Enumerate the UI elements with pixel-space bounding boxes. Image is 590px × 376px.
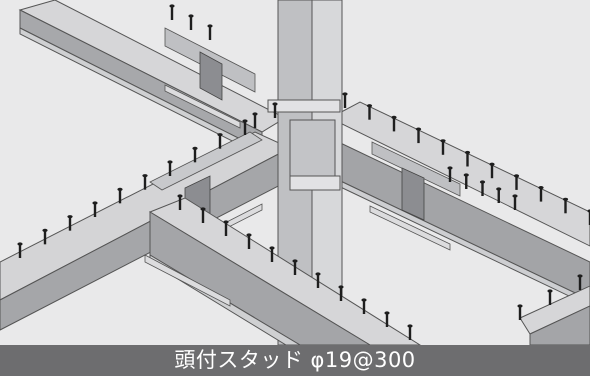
stud-head [447, 166, 453, 170]
stud-head [272, 102, 278, 106]
stud-head [440, 139, 446, 143]
stud-head [177, 194, 183, 198]
stud-head [223, 220, 229, 224]
beam-upper-left [18, 0, 287, 157]
stud-head [242, 119, 248, 123]
stud-head [292, 259, 298, 263]
stud-head [562, 197, 569, 201]
stud-head [17, 242, 23, 246]
stud-head [167, 160, 173, 164]
stud-head [517, 304, 523, 308]
stud-head [315, 272, 321, 276]
stud-head [269, 246, 275, 250]
stud-head [338, 285, 344, 289]
caption-bar: 頭付スタッド φ19@300 [0, 345, 590, 376]
stud-head [188, 14, 194, 18]
stud-head [538, 186, 544, 190]
headed-studs [17, 4, 590, 340]
stud-head [512, 194, 518, 198]
stud-head [489, 162, 495, 166]
stud-head [342, 92, 348, 96]
stud-head [407, 324, 413, 328]
stud-head [463, 173, 469, 177]
stud-head [366, 104, 373, 108]
column [267, 0, 343, 346]
stud-head [384, 311, 390, 315]
beam-right [328, 101, 590, 307]
stud-head [67, 215, 73, 219]
stud-head [464, 150, 471, 155]
stud-head [513, 174, 520, 178]
beam-front [144, 197, 422, 346]
stud-head [169, 4, 175, 8]
stud-head [391, 115, 397, 119]
stud-head [200, 207, 206, 211]
stud-head [547, 289, 553, 293]
stud-head [252, 112, 258, 116]
stud-head [207, 24, 213, 28]
stud-head [246, 233, 252, 237]
stud-head [192, 146, 198, 150]
stud-head [587, 209, 590, 213]
stud-head [479, 180, 486, 184]
stud-head [361, 298, 367, 302]
stud-head [142, 174, 148, 178]
stud-head [42, 228, 48, 232]
caption-text: 頭付スタッド φ19@300 [174, 348, 416, 372]
beam-front-right [519, 285, 590, 346]
stud-head [577, 274, 583, 278]
stud-head [415, 127, 422, 131]
stud-head [117, 187, 123, 191]
stud-head [92, 201, 98, 205]
stud-head [496, 187, 502, 191]
stud-head [217, 133, 223, 137]
